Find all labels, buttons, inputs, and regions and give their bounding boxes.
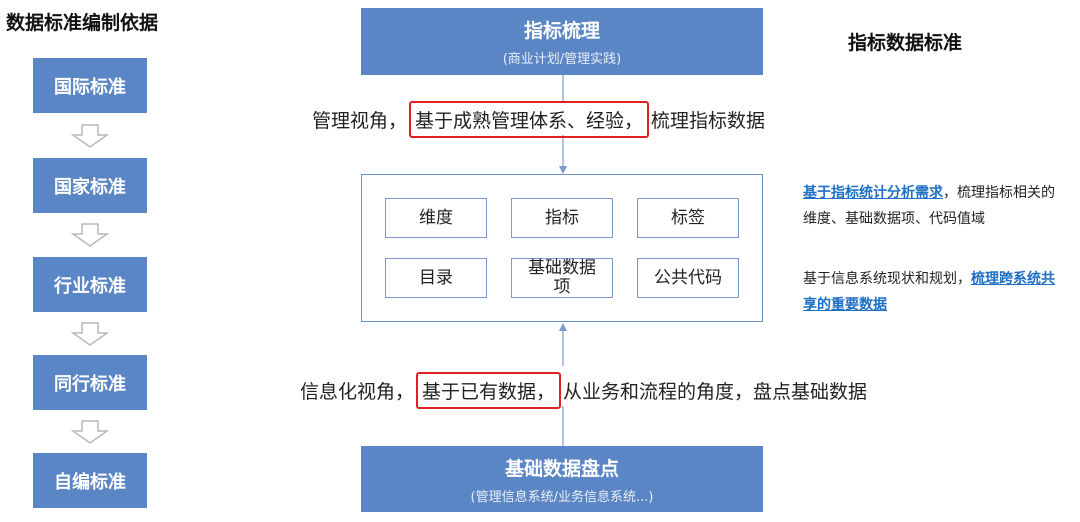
note-system-sharing: 基于信息系统现状和规划，梳理跨系统共享的重要数据 (803, 266, 1065, 318)
down-arrow-icon (70, 223, 110, 247)
standard-box-international: 国际标准 (33, 58, 147, 113)
note-system-sharing-text: 基于信息系统现状和规划， (803, 271, 971, 287)
note-indicator-analysis-highlight: 基于指标统计分析需求 (803, 185, 943, 201)
management-view-text: 管理视角， 基于成熟管理体系、经验， 梳理指标数据 (312, 101, 765, 138)
data-standard-grid-frame (361, 174, 763, 322)
note-indicator-analysis-text: ，梳理指标相关的维度、基础数据项、代码值域 (803, 185, 1055, 227)
down-arrow-icon (70, 322, 110, 346)
right-section-title: 指标数据标准 (848, 32, 963, 54)
management-view-suffix: 梳理指标数据 (651, 110, 766, 132)
info-view-highlight: 基于已有数据， (416, 372, 562, 409)
left-section-title: 数据标准编制依据 (6, 12, 159, 34)
info-view-text: 信息化视角， 基于已有数据， 从业务和流程的角度，盘点基础数据 (300, 372, 867, 409)
grid-cell-tag: 标签 (637, 198, 739, 238)
grid-cell-public-code: 公共代码 (637, 258, 739, 298)
down-arrow-icon (70, 124, 110, 148)
indicator-sorting-subtitle: (商业计划/管理实践) (502, 52, 622, 67)
management-view-prefix: 管理视角， (312, 110, 408, 132)
grid-cell-indicator: 指标 (511, 198, 613, 238)
note-indicator-analysis: 基于指标统计分析需求，梳理指标相关的维度、基础数据项、代码值域 (803, 180, 1065, 232)
info-view-prefix: 信息化视角， (300, 381, 415, 403)
standard-box-national: 国家标准 (33, 158, 147, 213)
up-connector-arrow (559, 323, 567, 446)
grid-cell-dimension: 维度 (385, 198, 487, 238)
basic-data-inventory-subtitle: (管理信息系统/业务信息系统...) (470, 489, 654, 505)
indicator-sorting-box: 指标梳理 (商业计划/管理实践) (361, 8, 763, 75)
down-arrow-icon (70, 420, 110, 444)
note-system-sharing-highlight: 梳理跨系统共享的重要数据 (803, 271, 1055, 313)
standard-box-self: 自编标准 (33, 453, 147, 508)
basic-data-inventory-box: 基础数据盘点 (管理信息系统/业务信息系统...) (361, 446, 763, 512)
down-connector-arrow (559, 75, 567, 174)
basic-data-inventory-title: 基础数据盘点 (504, 457, 619, 480)
grid-cell-catalog: 目录 (385, 258, 487, 298)
standard-box-peer: 同行标准 (33, 355, 147, 410)
indicator-sorting-title: 指标梳理 (523, 20, 600, 42)
grid-cell-basic-data-item: 基础数据 项 (511, 258, 613, 298)
standard-box-industry: 行业标准 (33, 257, 147, 312)
management-view-highlight: 基于成熟管理体系、经验， (409, 101, 650, 138)
info-view-suffix: 从业务和流程的角度，盘点基础数据 (563, 381, 868, 403)
